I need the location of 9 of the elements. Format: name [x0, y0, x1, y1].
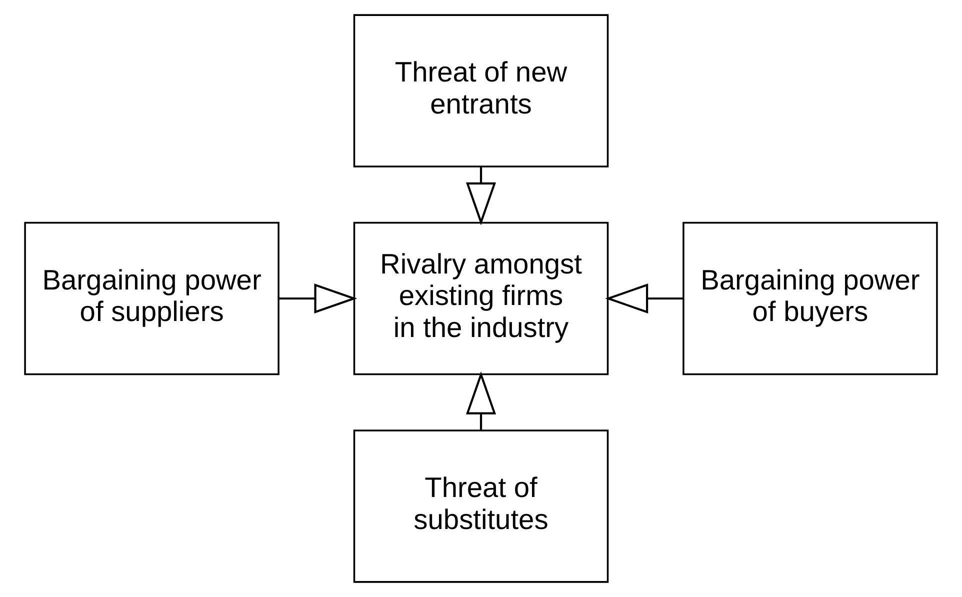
arrow [466, 371, 496, 430]
arrow [279, 283, 358, 314]
arrow [466, 166, 496, 226]
node-box: Threat of substitutes [353, 430, 609, 583]
node-box: Bargaining power of buyers [682, 222, 938, 376]
node-box: Threat of new entrants [353, 14, 609, 168]
arrow [605, 283, 684, 314]
node-box: Bargaining power of suppliers [24, 222, 280, 376]
node-box: Rivalry amongst existing firms in the industry [353, 222, 609, 376]
